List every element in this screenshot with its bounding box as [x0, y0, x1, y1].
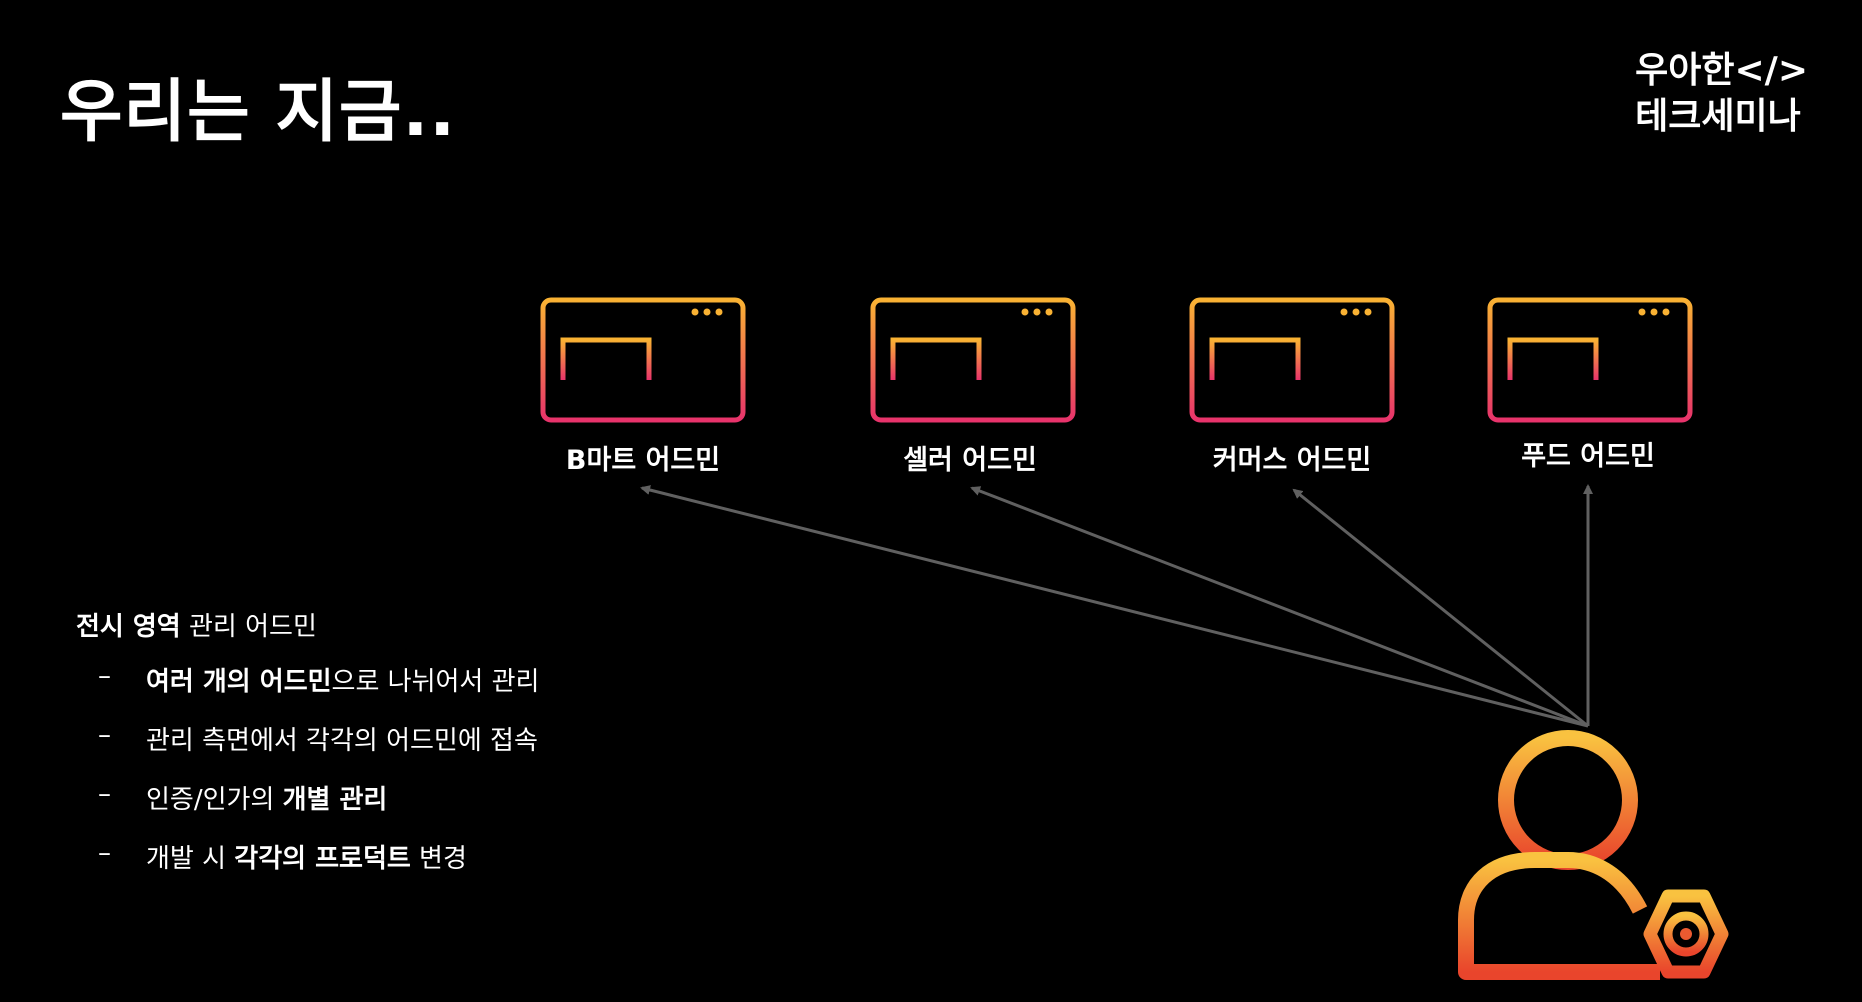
logo-line-2: 테크세미나	[1635, 96, 1801, 137]
window-icon	[873, 300, 1073, 420]
notes-panel: 전시 영역 관리 어드민 – 여러 개의 어드민으로 나뉘어서 관리 – 관리 …	[76, 606, 539, 897]
arrows	[640, 484, 1593, 728]
list-item: – 관리 측면에서 각각의 어드민에 접속	[98, 720, 538, 756]
arrow-bmart	[640, 485, 1589, 728]
notes-list: – 여러 개의 어드민으로 나뉘어서 관리 – 관리 측면에서 각각의 어드민에…	[76, 661, 539, 875]
window-icon	[1490, 300, 1690, 420]
admin-label-commerce: 커머스 어드민	[1212, 445, 1372, 476]
arrow-seller	[970, 486, 1589, 728]
window-icon	[543, 300, 743, 420]
window-icon	[1192, 300, 1392, 420]
list-item: – 개발 시 각각의 프로덕트 변경	[98, 838, 467, 874]
admin-label-food: 푸드 어드민	[1521, 441, 1655, 472]
admin-label-seller: 셀러 어드민	[903, 445, 1037, 476]
admin-user-icon	[1458, 730, 1729, 980]
list-item: – 여러 개의 어드민으로 나뉘어서 관리	[98, 661, 540, 697]
admin-label-bmart: B마트 어드민	[565, 445, 721, 476]
slide-title: 우리는 지금..	[60, 73, 457, 152]
list-item: – 인증/인가의 개별 관리	[98, 779, 388, 815]
logo-line-1: 우아한</>	[1635, 50, 1808, 91]
notes-heading: 전시 영역 관리 어드민	[76, 612, 317, 642]
arrow-commerce	[1292, 488, 1589, 728]
logo: 우아한</> 테크세미나	[1635, 48, 1808, 140]
